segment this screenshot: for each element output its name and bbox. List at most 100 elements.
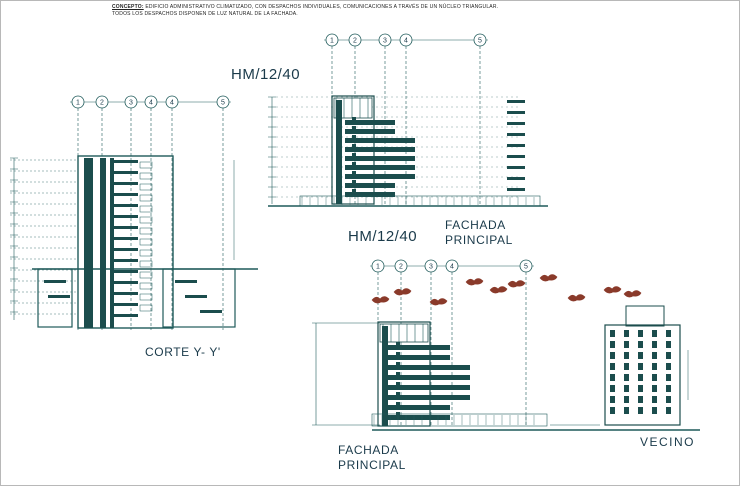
neighbor-window-2-2 [638,352,643,359]
facade-top-line1: FACHADA [445,218,506,232]
neighbor-window-2-7 [638,407,643,414]
facade-top-pillar [336,100,342,204]
neighbor-window-4-6 [666,396,671,403]
neighbor-window-2-4 [638,374,643,381]
facade-top-slab-8 [345,183,395,188]
section-window-1 [139,161,153,169]
facade-bottom-slab-2 [388,355,450,360]
neighbor-window-3-7 [652,407,657,414]
neighbor-window-0-4 [610,374,615,381]
facade-bottom-mullion-3 [396,362,400,370]
neighbor-window-3-1 [652,341,657,348]
facade-top-level-tag-8 [507,177,525,180]
section-window-3 [139,183,153,191]
facade-top-slab-3 [345,138,415,143]
neighbor-window-1-2 [624,352,629,359]
facade-top-mullion-3 [352,135,356,143]
facade-bottom-axis-5-label: 5 [524,264,528,271]
neighbor-window-4-5 [666,385,671,392]
facade-top-mullion-9 [352,189,356,197]
facade-top-level-tag-2 [507,111,525,114]
neighbor-window-0-5 [610,385,615,392]
section-slab-14 [112,303,138,306]
facade-bottom-slab-8 [388,415,450,420]
facade-top-slab-5 [345,156,415,161]
section-axis-3-circle [124,95,138,109]
neighbor-window-4-2 [666,352,671,359]
neighbor-window-4-0 [666,330,671,337]
section-window-14 [139,304,153,312]
section-window-7 [139,227,153,235]
facade-bottom-axis-3-circle [424,259,438,273]
neighbor-window-4-7 [666,407,671,414]
neighbor-window-1-0 [624,330,629,337]
section-window-9 [139,249,153,257]
section-axis-6-label: 5 [221,100,225,107]
tree-1 [371,296,390,304]
neighbor-label: VECINO [640,435,696,449]
neighbor-top [625,305,665,327]
neighbor-window-3-4 [652,374,657,381]
facade-top-level-tag-9 [507,188,525,191]
section-slab-12 [112,281,138,284]
facade-bottom-axis-3-label: 3 [429,264,433,271]
neighbor-window-4-1 [666,341,671,348]
section-basement-slab-1 [44,280,66,283]
neighbor-window-0-2 [610,352,615,359]
concept-note: CONCEPTO: EDIFICIO ADMINISTRATIVO CLIMAT… [112,4,512,18]
facade-top-axis-4-label: 4 [404,38,408,45]
facade-bottom-axis-4-circle [445,259,459,273]
facade-top-slab-9 [345,192,395,197]
section-axis-5-circle [165,95,179,109]
neighbor-window-0-6 [610,396,615,403]
section-basement-slab-4 [185,295,207,298]
facade-bottom-label: FACHADA PRINCIPAL [338,443,406,473]
facade-bottom-mullion-4 [396,372,400,380]
section-slab-15 [112,314,138,317]
section-window-10 [139,260,153,268]
section-axis-4-label: 4 [149,100,153,107]
neighbor-window-3-2 [652,352,657,359]
section-slab-11 [112,270,138,273]
facade-bottom-crown [379,323,429,343]
neighbor-window-2-5 [638,385,643,392]
neighbor-window-2-6 [638,396,643,403]
neighbor-window-1-7 [624,407,629,414]
section-slab-5 [112,204,138,207]
facade-bottom-mullion-7 [396,402,400,410]
neighbor-window-1-4 [624,374,629,381]
facade-top-axis-3-label: 3 [383,38,387,45]
facade-bottom-base [371,413,548,427]
neighbor-window-1-1 [624,341,629,348]
facade-bottom-pillar [382,326,388,426]
section-window-6 [139,216,153,224]
facade-top-level-tag-5 [507,144,525,147]
section-basement-slab-2 [48,295,70,298]
section-basement-slab-3 [175,280,197,283]
section-slab-4 [112,193,138,196]
facade-bottom-slab-1 [388,345,450,350]
neighbor-window-0-0 [610,330,615,337]
section-axis-2-circle [95,95,109,109]
facade-top-level-tag-7 [507,166,525,169]
section-tower [77,155,174,329]
section-axis-5-label: 4 [170,100,174,107]
facade-top-mullion-2 [352,126,356,134]
concept-text: EDIFICIO ADMINISTRATIVO CLIMATIZADO, CON… [112,4,499,17]
facade-bottom-axis-2-label: 2 [399,264,403,271]
facade-top-axis-2-label: 2 [353,38,357,45]
section-basement-left [37,268,73,328]
section-axis-1-circle [71,95,85,109]
facade-bottom-line1: FACHADA [338,443,399,457]
section-label: CORTE Y- Y' [145,345,221,359]
neighbor-window-2-0 [638,330,643,337]
section-slab-1 [112,160,138,163]
section-slab-6 [112,215,138,218]
section-slab-7 [112,226,138,229]
facade-top-slab-2 [345,129,395,134]
title-hm-top: HM/12/40 [231,66,301,83]
facade-top-slab-1 [345,120,395,125]
section-slab-9 [112,248,138,251]
facade-top-level-tag-1 [507,100,525,103]
facade-top-mullion-4 [352,144,356,152]
